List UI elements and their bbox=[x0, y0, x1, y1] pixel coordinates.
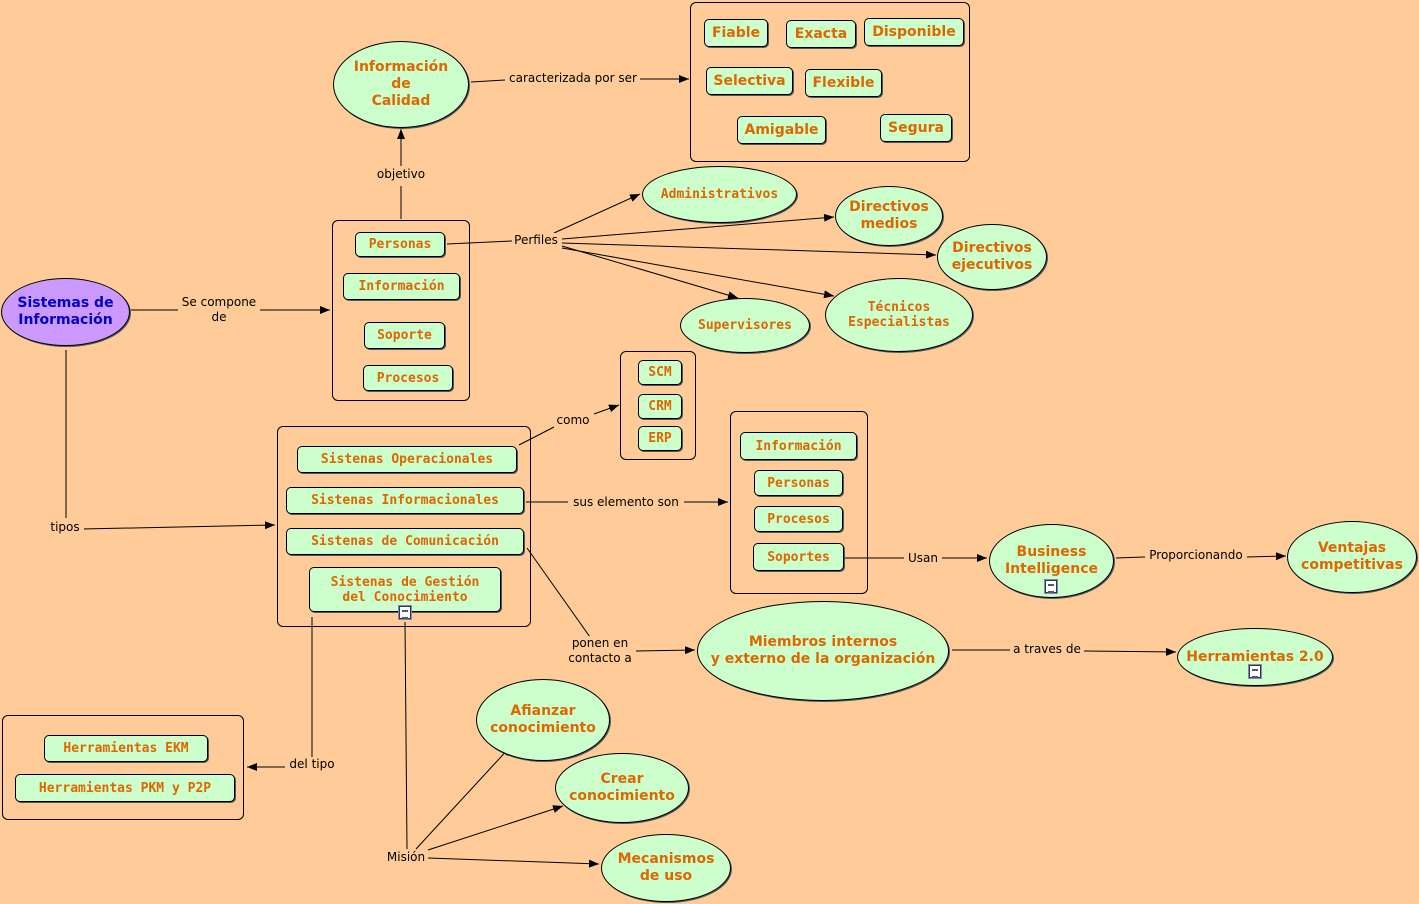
node-amigable[interactable]: Amigable bbox=[737, 116, 826, 144]
node-directivos-medios[interactable]: Directivos medios bbox=[835, 186, 943, 246]
node-business-intelligence[interactable]: Business Intelligence bbox=[989, 524, 1114, 598]
node-afianzar-conocimiento[interactable]: Afianzar conocimiento bbox=[476, 679, 610, 761]
label-tipos: tipos bbox=[46, 520, 84, 535]
label-sus-elemento-son: sus elemento son bbox=[568, 495, 684, 510]
node-tecnicos-especialistas[interactable]: Técnicos Especialistas bbox=[825, 278, 973, 352]
node-soporte[interactable]: Soporte bbox=[364, 322, 445, 349]
label-mision: Misión bbox=[384, 850, 428, 865]
node-administrativos[interactable]: Administrativos bbox=[642, 166, 797, 223]
document-icon[interactable] bbox=[399, 606, 411, 619]
node-crear-conocimiento[interactable]: Crear conocimiento bbox=[555, 753, 689, 823]
label-objetivo: objetivo bbox=[374, 167, 428, 182]
label-se-compone-de: Se compone de bbox=[178, 295, 260, 325]
node-elemento-informacion[interactable]: Información bbox=[740, 432, 857, 460]
image-icon[interactable] bbox=[1249, 665, 1261, 678]
node-herramientas-pkm[interactable]: Herramientas PKM y P2P bbox=[15, 774, 235, 802]
tools-group bbox=[2, 715, 244, 820]
node-elemento-personas[interactable]: Personas bbox=[754, 470, 843, 496]
node-informacion[interactable]: Información bbox=[343, 273, 460, 300]
elements-group bbox=[730, 411, 868, 594]
node-informacion-de-calidad[interactable]: Información de Calidad bbox=[333, 41, 469, 128]
node-herramientas-2-0[interactable]: Herramientas 2.0 bbox=[1177, 628, 1333, 686]
node-herramientas-ekm[interactable]: Herramientas EKM bbox=[44, 735, 208, 762]
node-sistemas-de-gestion[interactable]: Sistenas de Gestión del Conocimiento bbox=[309, 567, 501, 612]
node-crm[interactable]: CRM bbox=[638, 394, 682, 419]
node-mecanismos-de-uso[interactable]: Mecanismos de uso bbox=[601, 834, 731, 902]
node-personas[interactable]: Personas bbox=[355, 232, 445, 257]
label-proporcionando: Proporcionando bbox=[1145, 548, 1247, 563]
node-ventajas-competitivas[interactable]: Ventajas competitivas bbox=[1287, 521, 1417, 593]
label-caracterizada-por-ser: caracterizada por ser bbox=[506, 71, 640, 86]
types-group bbox=[277, 426, 531, 627]
node-selectiva[interactable]: Selectiva bbox=[706, 67, 793, 95]
node-fiable[interactable]: Fiable bbox=[704, 19, 768, 47]
node-sistemas-de-informacion[interactable]: Sistemas de Información bbox=[1, 278, 130, 346]
node-procesos[interactable]: Procesos bbox=[363, 365, 453, 391]
components-group bbox=[332, 220, 470, 401]
quality-group bbox=[690, 2, 970, 162]
label-perfiles: Perfiles bbox=[512, 233, 560, 248]
node-exacta[interactable]: Exacta bbox=[786, 20, 856, 48]
node-erp[interactable]: ERP bbox=[638, 426, 682, 451]
node-elemento-soportes[interactable]: Soportes bbox=[753, 543, 844, 571]
node-scm[interactable]: SCM bbox=[638, 360, 682, 385]
node-miembros[interactable]: Miembros internos y externo de la organi… bbox=[697, 601, 949, 701]
node-elemento-procesos[interactable]: Procesos bbox=[754, 506, 843, 532]
label-del-tipo: del tipo bbox=[285, 757, 339, 772]
label-usan: Usan bbox=[904, 551, 942, 566]
document-icon[interactable] bbox=[1045, 580, 1057, 593]
label-a-traves-de: a traves de bbox=[1010, 642, 1084, 657]
node-sistemas-operacionales[interactable]: Sistenas Operacionales bbox=[297, 446, 517, 473]
node-directivos-ejecutivos[interactable]: Directivos ejecutivos bbox=[937, 224, 1047, 290]
node-sistemas-de-comunicacion[interactable]: Sistenas de Comunicación bbox=[286, 528, 524, 555]
operational-systems-group bbox=[620, 351, 696, 460]
node-flexible[interactable]: Flexible bbox=[805, 69, 882, 97]
label-ponen-en-contacto-a: ponen en contacto a bbox=[564, 636, 636, 666]
node-sistemas-informacionales[interactable]: Sistenas Informacionales bbox=[286, 487, 524, 514]
node-supervisores[interactable]: Supervisores bbox=[680, 298, 810, 353]
node-segura[interactable]: Segura bbox=[880, 114, 952, 142]
node-disponible[interactable]: Disponible bbox=[864, 18, 964, 46]
label-como: como bbox=[554, 413, 592, 428]
